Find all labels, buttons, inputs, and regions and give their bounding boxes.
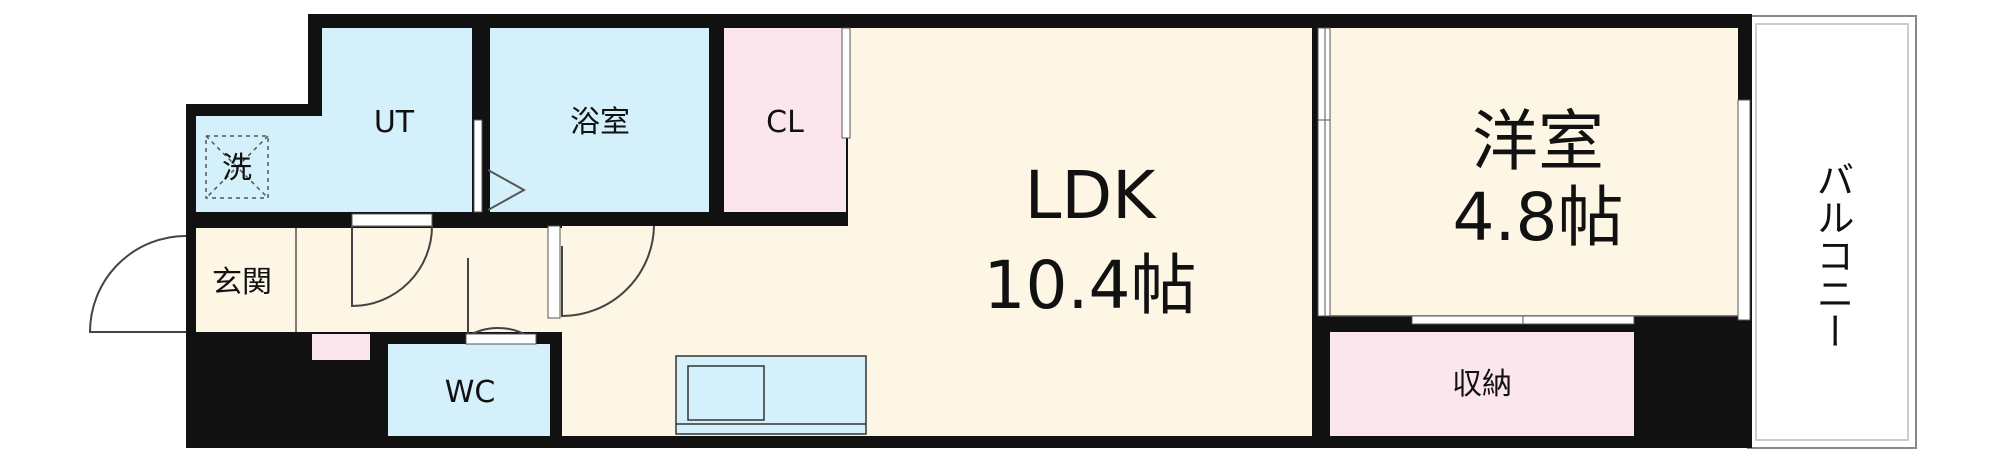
ldk-label: LDK (1025, 157, 1158, 234)
western-room (1330, 28, 1738, 316)
bath-label: 浴室 (570, 105, 630, 140)
balcony-window (1737, 99, 1751, 321)
balcony-label: バルコニー (1810, 160, 1854, 350)
door-jambs (351, 213, 561, 345)
balcony (1747, 15, 1917, 449)
ldk-room (196, 28, 1312, 436)
washer-label: 洗 (222, 151, 252, 186)
bath-door[interactable] (473, 119, 527, 213)
washer-space (205, 135, 269, 199)
ut-label: UT (374, 105, 415, 140)
toilet-room (388, 344, 550, 436)
toilet-label: WC (445, 375, 496, 410)
storage-label: 収納 (1452, 367, 1512, 402)
closet-label: CL (766, 105, 804, 140)
shoe-cabinet (312, 334, 370, 360)
entrance-door[interactable] (88, 235, 187, 333)
bath-room (490, 28, 709, 212)
ldk-area-label: 10.4帖 (984, 247, 1197, 324)
entrance-label: 玄関 (212, 265, 272, 300)
sliding-door-closet[interactable] (841, 27, 851, 139)
western-area-label: 4.8帖 (1453, 179, 1624, 256)
western-label: 洋室 (1472, 103, 1604, 180)
hallway-floor (316, 228, 562, 332)
kitchen-counter (675, 355, 867, 435)
sliding-door-western[interactable] (1317, 27, 1331, 317)
closet-room (724, 28, 846, 212)
sliding-door-storage[interactable] (1411, 315, 1635, 325)
ut-room (196, 28, 472, 212)
storage-room (1330, 332, 1634, 436)
